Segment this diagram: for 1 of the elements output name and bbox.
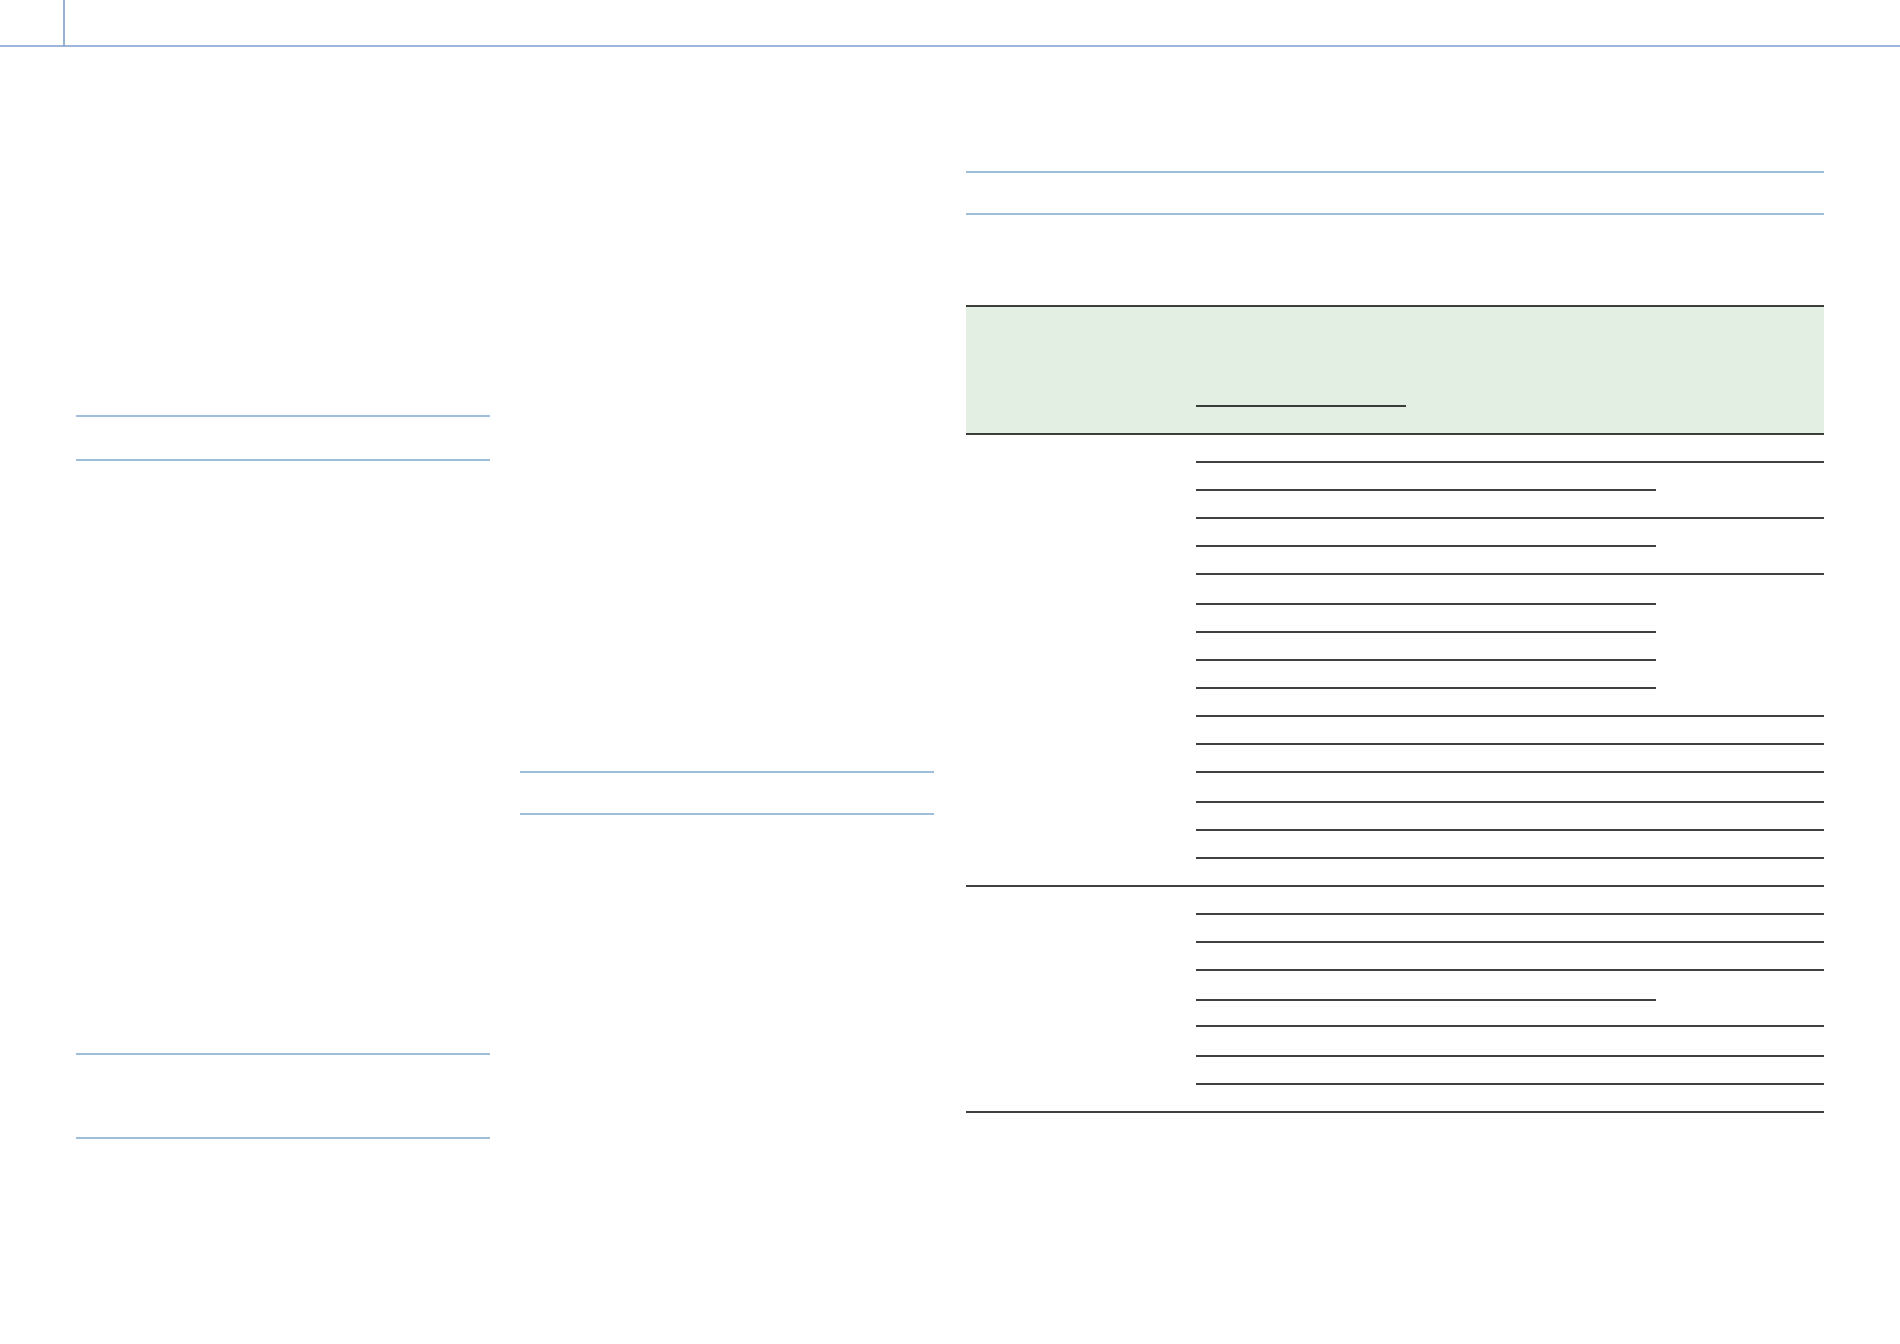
table-header-background — [966, 306, 1825, 434]
